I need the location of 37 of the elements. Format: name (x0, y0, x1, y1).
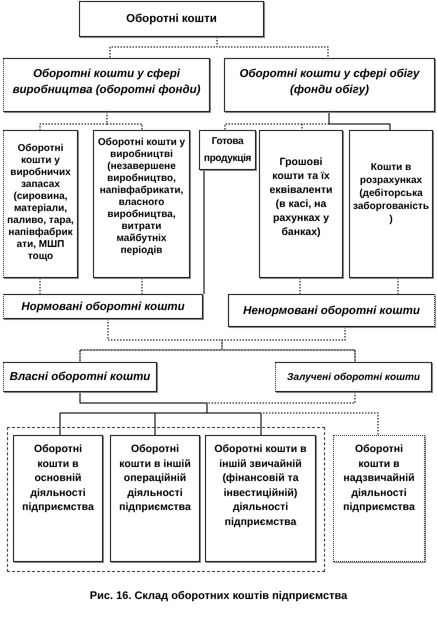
box-label: Оборотні кошти в іншій звичайній (фінансовій та інвестиційній) діяльності підприємства (213, 442, 308, 529)
category-box (13, 435, 103, 562)
box-label: Оборотні кошти в основній діяльності підприємства (21, 442, 95, 514)
category-box (259, 130, 343, 278)
category-box (3, 362, 157, 392)
category-box (205, 435, 316, 562)
category-box (224, 58, 435, 112)
connector-line (106, 112, 142, 130)
group-frame (7, 427, 325, 572)
box-label: Оборотні кошти (126, 12, 217, 26)
category-box (275, 362, 432, 392)
box-label: Грошові кошти та їх еквіваленти (в касі, на рахунках у банках) (268, 155, 334, 239)
box-label: Нормовані оборотні кошти (21, 300, 185, 314)
box-label: Готова продукція (202, 135, 252, 166)
box-label: Оборотні кошти у виробничих запасах (сировина, матеріали, паливо, тара, напівфабрикати, МШП тощо (6, 143, 75, 263)
category-box (333, 435, 425, 562)
figure-caption: Рис. 16. Склад оборотних коштів підприємства (88, 590, 348, 603)
box-label: Власні оборотні кошти (10, 370, 150, 384)
category-box (3, 294, 203, 319)
connector-line (216, 36, 328, 58)
category-box (79, 1, 264, 37)
category-box (228, 294, 435, 327)
box-label: Оборотні кошти в надзвичайній діяльності підприємства (342, 442, 416, 514)
category-box (3, 130, 78, 278)
category-box (349, 130, 433, 278)
box-label: Оборотні кошти у сфері обігу (фонди обігу) (238, 67, 421, 98)
category-box (3, 58, 210, 112)
box-label: Оборотні кошти у сфері виробництва (оборотні фонди) (12, 67, 202, 98)
category-box (110, 435, 200, 562)
box-label: Залучені оборотні кошти (287, 370, 420, 384)
connector-line (328, 112, 390, 130)
connector-line (80, 392, 262, 436)
box-label: Ненормовані оборотні кошти (243, 304, 420, 318)
box-label: Оборотні кошти у виробництві (незавершене виробництво, напівфабрикати, власного виробництва, витрати майбутніх періодів (96, 137, 186, 257)
category-box (93, 130, 190, 278)
box-label: Кошти в розрахунках (дебіторська заборгованість) (352, 161, 430, 226)
box-label: Оборотні кошти в іншій операційній діяльності підприємства (118, 442, 192, 514)
